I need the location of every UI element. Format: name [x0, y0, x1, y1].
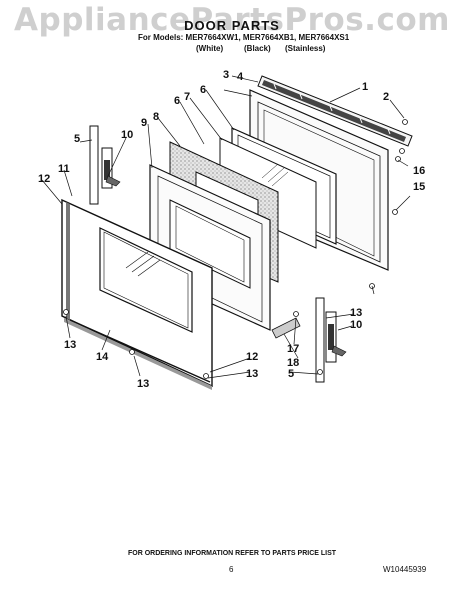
callout-5-left: 5 — [74, 133, 80, 145]
callout-18: 18 — [287, 357, 299, 369]
callout-13-mid: 13 — [246, 368, 258, 380]
variant-black: (Black) — [244, 44, 271, 53]
callout-12-left: 12 — [38, 173, 50, 185]
callout-13-left: 13 — [64, 339, 76, 351]
callout-5-right: 5 — [288, 368, 294, 380]
callout-3: 3 — [223, 69, 229, 81]
variant-stainless: (Stainless) — [285, 44, 326, 53]
callout-12-right: 12 — [246, 351, 258, 363]
callout-6b: 6 — [200, 84, 206, 96]
watermark: AppliancePartsPros.com — [14, 2, 450, 38]
ordering-note: FOR ORDERING INFORMATION REFER TO PARTS … — [127, 550, 337, 557]
callout-10-right: 10 — [350, 319, 362, 331]
callout-13-bottom: 13 — [137, 378, 149, 390]
part-vent-trim — [257, 75, 413, 147]
model-list: For Models: MER7664XW1, MER7664XB1, MER7… — [138, 33, 350, 42]
page-number: 6 — [229, 565, 234, 574]
screws — [63, 119, 408, 379]
callout-11: 11 — [58, 163, 70, 175]
callout-8: 8 — [153, 111, 159, 123]
part-latch-bracket — [271, 317, 301, 339]
callout-17: 17 — [287, 343, 299, 355]
page-title: DOOR PARTS — [184, 18, 280, 33]
part-hinge-left — [89, 125, 121, 205]
leader-lines — [41, 75, 411, 379]
callout-1: 1 — [362, 81, 368, 93]
callout-9: 9 — [141, 117, 147, 129]
part-hinge-right — [315, 297, 347, 383]
callout-2: 2 — [383, 91, 389, 103]
callout-6: 6 — [174, 95, 180, 107]
document-id: W10445939 — [383, 565, 427, 574]
part-bottom-trim — [69, 319, 211, 383]
callout-16: 16 — [413, 165, 425, 177]
callout-4: 4 — [237, 71, 244, 83]
callout-13-right: 13 — [350, 307, 362, 319]
variant-white: (White) — [196, 44, 224, 53]
callout-15: 15 — [413, 181, 425, 193]
callout-7: 7 — [184, 91, 190, 103]
part-outer-door — [61, 198, 213, 390]
callout-14: 14 — [96, 351, 109, 363]
callout-10-left: 10 — [121, 129, 133, 141]
